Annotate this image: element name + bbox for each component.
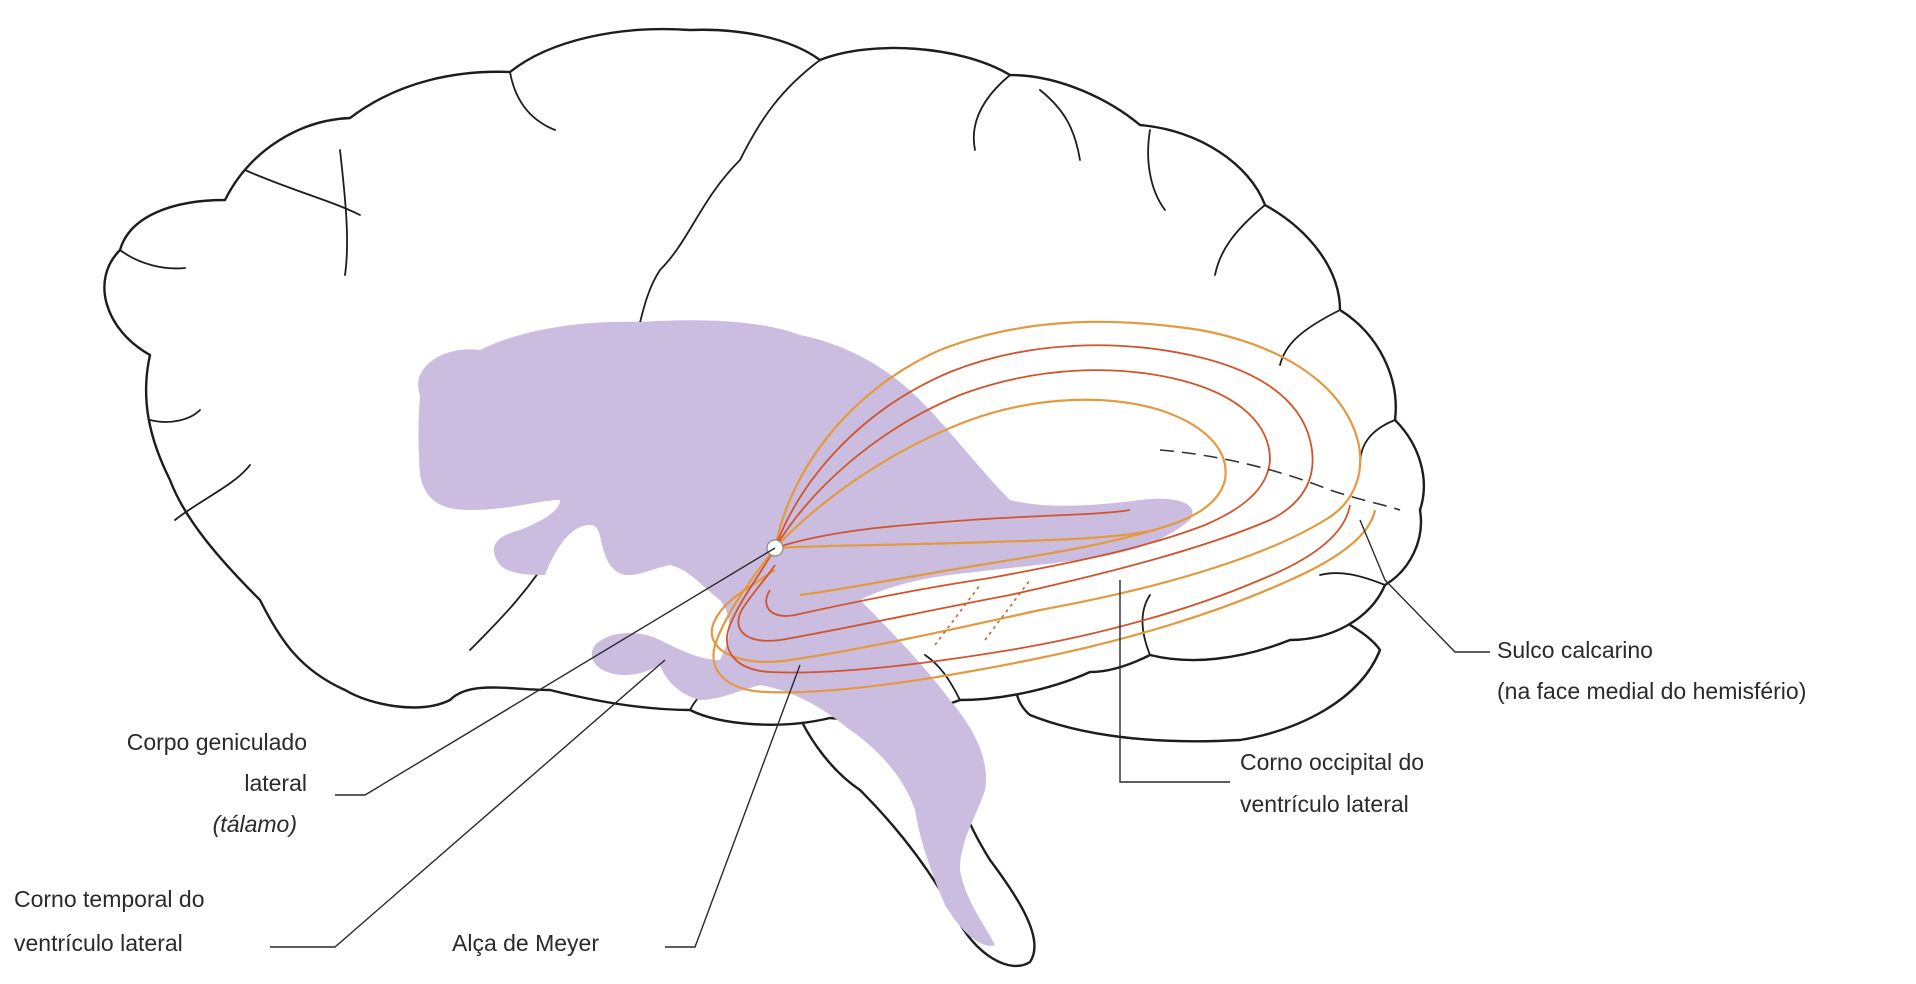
label-lgn-line3: (tálamo): [213, 811, 297, 837]
label-calcarine-line2: (na face medial do hemisfério): [1497, 678, 1806, 704]
label-calcarine-line1: Sulco calcarino: [1497, 637, 1653, 663]
label-lgn-line1: Corpo geniculado: [127, 729, 307, 755]
label-meyer-loop: Alça de Meyer: [452, 930, 599, 956]
label-occipital-horn-line1: Corno occipital do: [1240, 749, 1424, 775]
label-lgn-line2: lateral: [244, 770, 307, 796]
label-temporal-horn-line2: ventrículo lateral: [14, 930, 183, 956]
label-occipital-horn-line2: ventrículo lateral: [1240, 791, 1409, 817]
label-temporal-horn-line1: Corno temporal do: [14, 886, 205, 912]
